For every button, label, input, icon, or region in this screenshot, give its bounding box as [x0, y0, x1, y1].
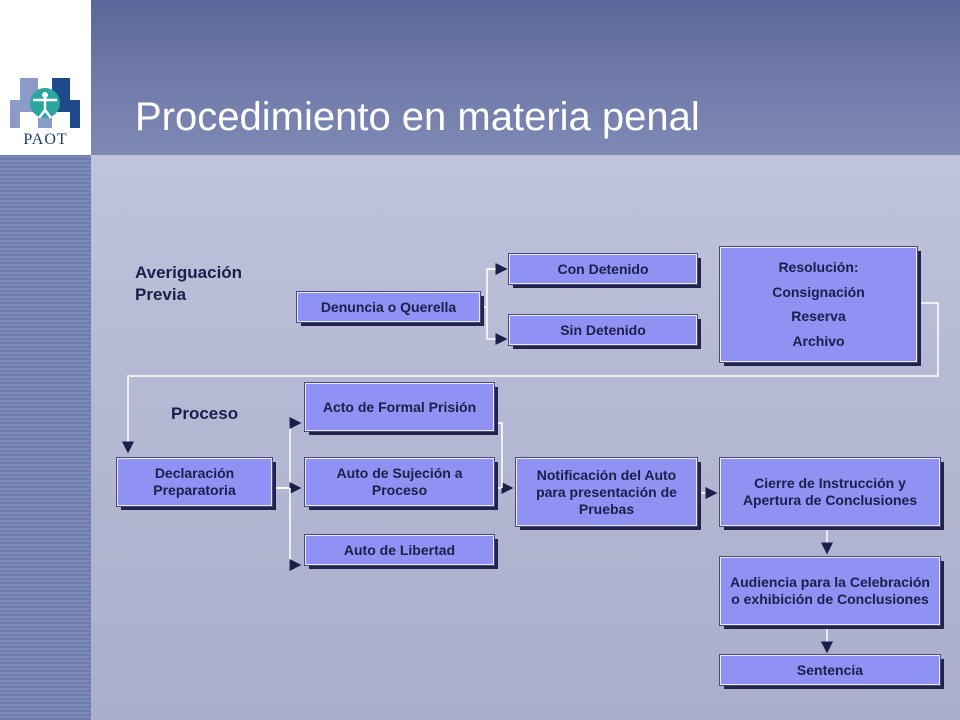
node-declaracion-label: Declaración Preparatoria	[153, 465, 236, 498]
connector-formal-bracket	[495, 422, 503, 488]
connector-declaracion-libertad	[289, 488, 302, 571]
node-audiencia: Audiencia para la Celebración o exhibici…	[719, 556, 941, 626]
node-notificacion: Notificación del Auto para presentación …	[515, 457, 698, 527]
node-libertad: Auto de Libertad	[304, 534, 495, 566]
node-declaracion: Declaración Preparatoria	[116, 457, 273, 507]
node-denuncia: Denuncia o Querella	[296, 291, 481, 323]
node-cierre-label: Cierre de Instrucción y Apertura de Conc…	[742, 475, 918, 508]
logo-text: PAOT	[23, 131, 68, 148]
node-sentencia: Sentencia	[719, 654, 941, 686]
logo-panel: PAOT	[0, 0, 91, 155]
node-resolucion-reserva: Reserva	[791, 308, 846, 325]
node-sujecion-label: Auto de Sujeción a Proceso	[336, 465, 463, 498]
paot-logo-icon	[10, 78, 80, 128]
slide-title: Procedimiento en materia penal	[135, 95, 700, 139]
node-con-detenido-label: Con Detenido	[557, 260, 649, 277]
node-sujecion: Auto de Sujeción a Proceso	[304, 457, 495, 507]
node-resolucion-consignacion: Consignación	[772, 283, 865, 300]
connector-resolucion-declaracion	[122, 302, 939, 454]
node-libertad-label: Auto de Libertad	[343, 541, 456, 558]
phase-label-averiguacion: Averiguación Previa	[135, 263, 243, 304]
node-sin-detenido: Sin Detenido	[508, 314, 698, 346]
node-resolucion-label: Resolución:	[778, 259, 859, 276]
node-cierre: Cierre de Instrucción y Apertura de Conc…	[719, 457, 941, 527]
phase-label-proceso: Proceso	[171, 404, 239, 423]
node-denuncia-label: Denuncia o Querella	[320, 298, 457, 315]
node-sentencia-label: Sentencia	[796, 661, 864, 678]
connector-declaracion-formal	[276, 417, 302, 489]
node-audiencia-label: Audiencia para la Celebración o exhibici…	[730, 574, 930, 607]
node-formal-prision: Acto de Formal Prisión	[304, 382, 495, 432]
slide-header	[91, 0, 960, 155]
node-con-detenido: Con Detenido	[508, 253, 698, 285]
node-formal-prision-label: Acto de Formal Prisión	[322, 398, 477, 415]
node-resolucion: Resolución: Consignación Reserva Archivo	[719, 246, 918, 363]
node-notificacion-label: Notificación del Auto para presentación …	[536, 466, 677, 517]
node-resolucion-archivo: Archivo	[792, 332, 845, 349]
connector-denuncia-branches	[480, 268, 506, 339]
node-sin-detenido-label: Sin Detenido	[560, 321, 646, 338]
